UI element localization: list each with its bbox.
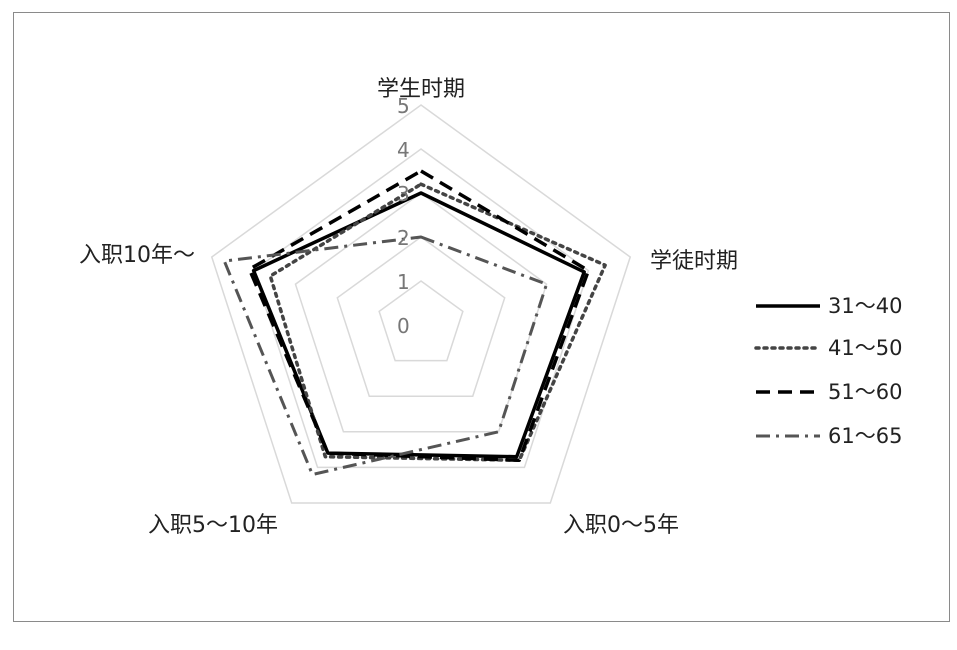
series-line-1 <box>268 182 607 463</box>
axis-label-3: 入职5～10年 <box>148 513 278 538</box>
grid-ring-2 <box>336 236 506 397</box>
grid-ring-5 <box>210 104 632 504</box>
tick-label-5: 5 <box>397 94 410 118</box>
grid-ring-1 <box>378 280 464 362</box>
series-line-3 <box>222 235 549 477</box>
legend-item-2: 51～60 <box>756 380 902 404</box>
legend-item-0: 31～40 <box>756 294 902 318</box>
tick-label-4: 4 <box>397 138 410 162</box>
legend-item-1: 41～50 <box>754 336 902 360</box>
radar-series <box>222 169 607 477</box>
legend-label-2: 51～60 <box>828 380 902 404</box>
legend: 31～40 41～50 51～60 61～65 <box>754 294 902 448</box>
legend-label-3: 61～65 <box>828 424 902 448</box>
radial-ticks: 0 1 2 3 4 5 <box>397 94 410 338</box>
tick-label-1: 1 <box>397 270 410 294</box>
axis-label-2: 入职0～5年 <box>563 513 679 538</box>
tick-label-3: 3 <box>397 182 410 206</box>
axis-label-0: 学生时期 <box>377 77 465 102</box>
grid-ring-3 <box>294 192 548 433</box>
legend-label-0: 31～40 <box>828 294 902 318</box>
series-line-2 <box>247 169 591 463</box>
axis-labels: 学生时期 学徒时期 入职0～5年 入职5～10年 入职10年～ <box>79 77 738 538</box>
axis-label-1: 学徒时期 <box>650 249 738 274</box>
axis-label-4: 入职10年～ <box>79 243 195 268</box>
tick-label-0: 0 <box>397 314 410 338</box>
tick-label-2: 2 <box>397 226 410 250</box>
legend-item-3: 61～65 <box>756 424 902 448</box>
radar-grid <box>210 104 632 504</box>
legend-label-1: 41～50 <box>828 336 902 360</box>
chart-frame <box>13 12 950 622</box>
